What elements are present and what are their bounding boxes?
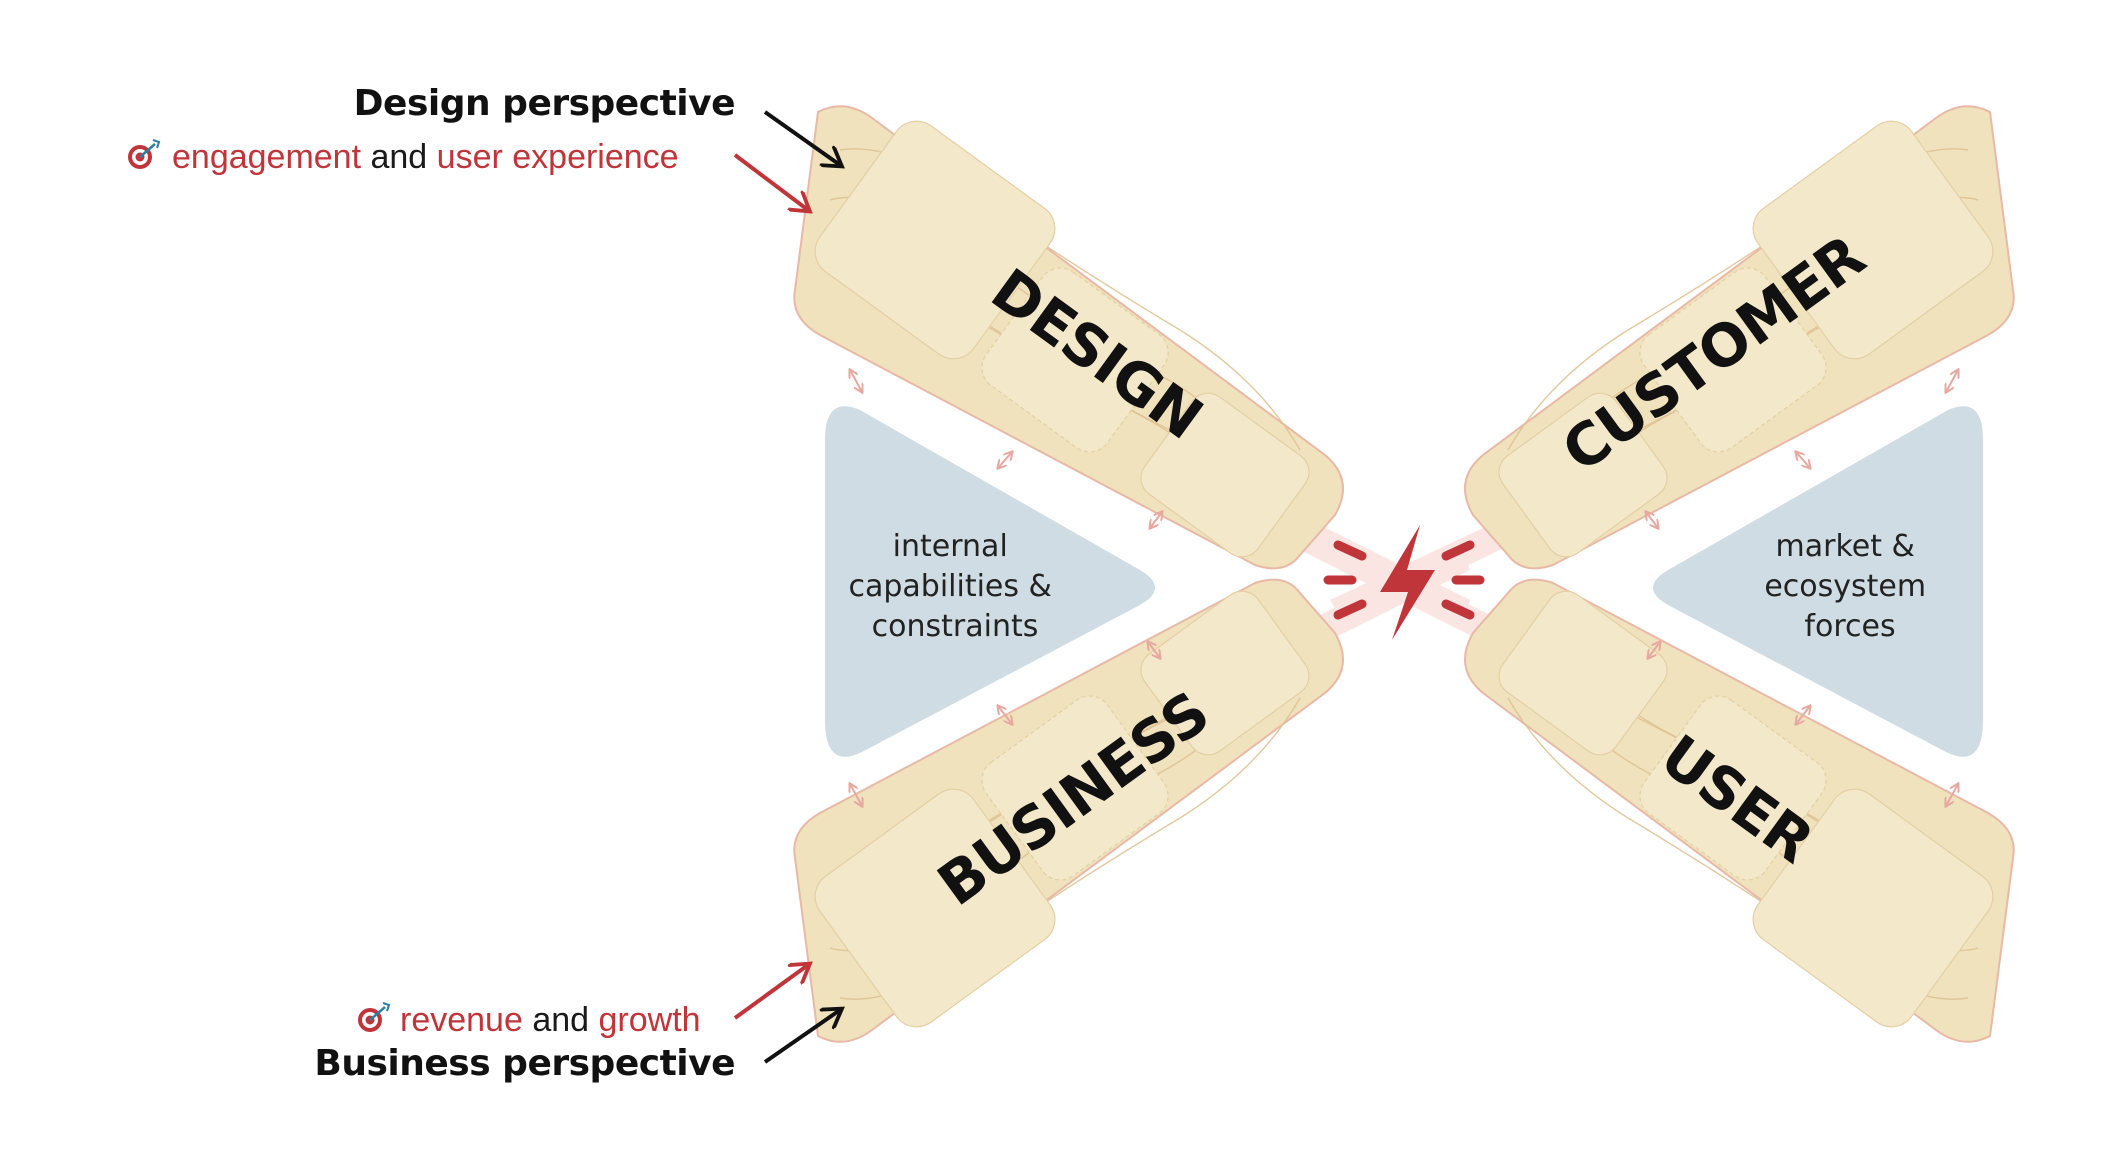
business-perspective-annotation: revenue and growth Business perspective — [314, 965, 840, 1084]
svg-text:engagement and user experience: engagement and user experience — [172, 138, 679, 176]
right-triangle-line-3: forces — [1804, 609, 1895, 644]
target-icon — [358, 1002, 391, 1032]
business-goal-and: and — [523, 1001, 599, 1039]
internal-capabilities-triangle: internal capabilities & constraints — [825, 406, 1155, 757]
design-perspective-title: Design perspective — [354, 83, 735, 124]
svg-text:market & ecosystem: market & ecosystem forces — [1764, 529, 1935, 644]
design-goal-engagement: engagement — [172, 138, 362, 176]
design-perspective-annotation: Design perspective engagement and user e… — [128, 83, 840, 210]
svg-text:revenue and growth: revenue and growth — [400, 1001, 701, 1039]
lightning-bolt-icon — [1323, 525, 1485, 640]
right-triangle-line-1: market & — [1776, 529, 1915, 564]
target-icon — [128, 139, 161, 169]
left-triangle-line-1: internal — [893, 529, 1008, 564]
left-triangle-line-3: constraints — [872, 609, 1039, 644]
market-forces-triangle: market & ecosystem forces — [1653, 406, 1983, 757]
design-goal-user-experience: user experience — [437, 138, 679, 176]
business-wing — [793, 578, 1344, 1043]
business-goal-growth: growth — [599, 1001, 701, 1039]
business-goal-revenue: revenue — [400, 1001, 523, 1039]
design-goal-and: and — [361, 138, 437, 176]
user-wing — [1464, 578, 2015, 1043]
business-perspective-title: Business perspective — [314, 1043, 735, 1084]
double-arrow-icon — [850, 370, 1958, 806]
customer-wing — [1464, 105, 2015, 570]
right-triangle-line-2: ecosystem — [1764, 569, 1926, 604]
design-wing — [793, 105, 1344, 570]
left-triangle-line-2: capabilities & — [848, 569, 1051, 604]
svg-text:internal capabilities &: internal capabilities & constraints — [848, 529, 1061, 644]
